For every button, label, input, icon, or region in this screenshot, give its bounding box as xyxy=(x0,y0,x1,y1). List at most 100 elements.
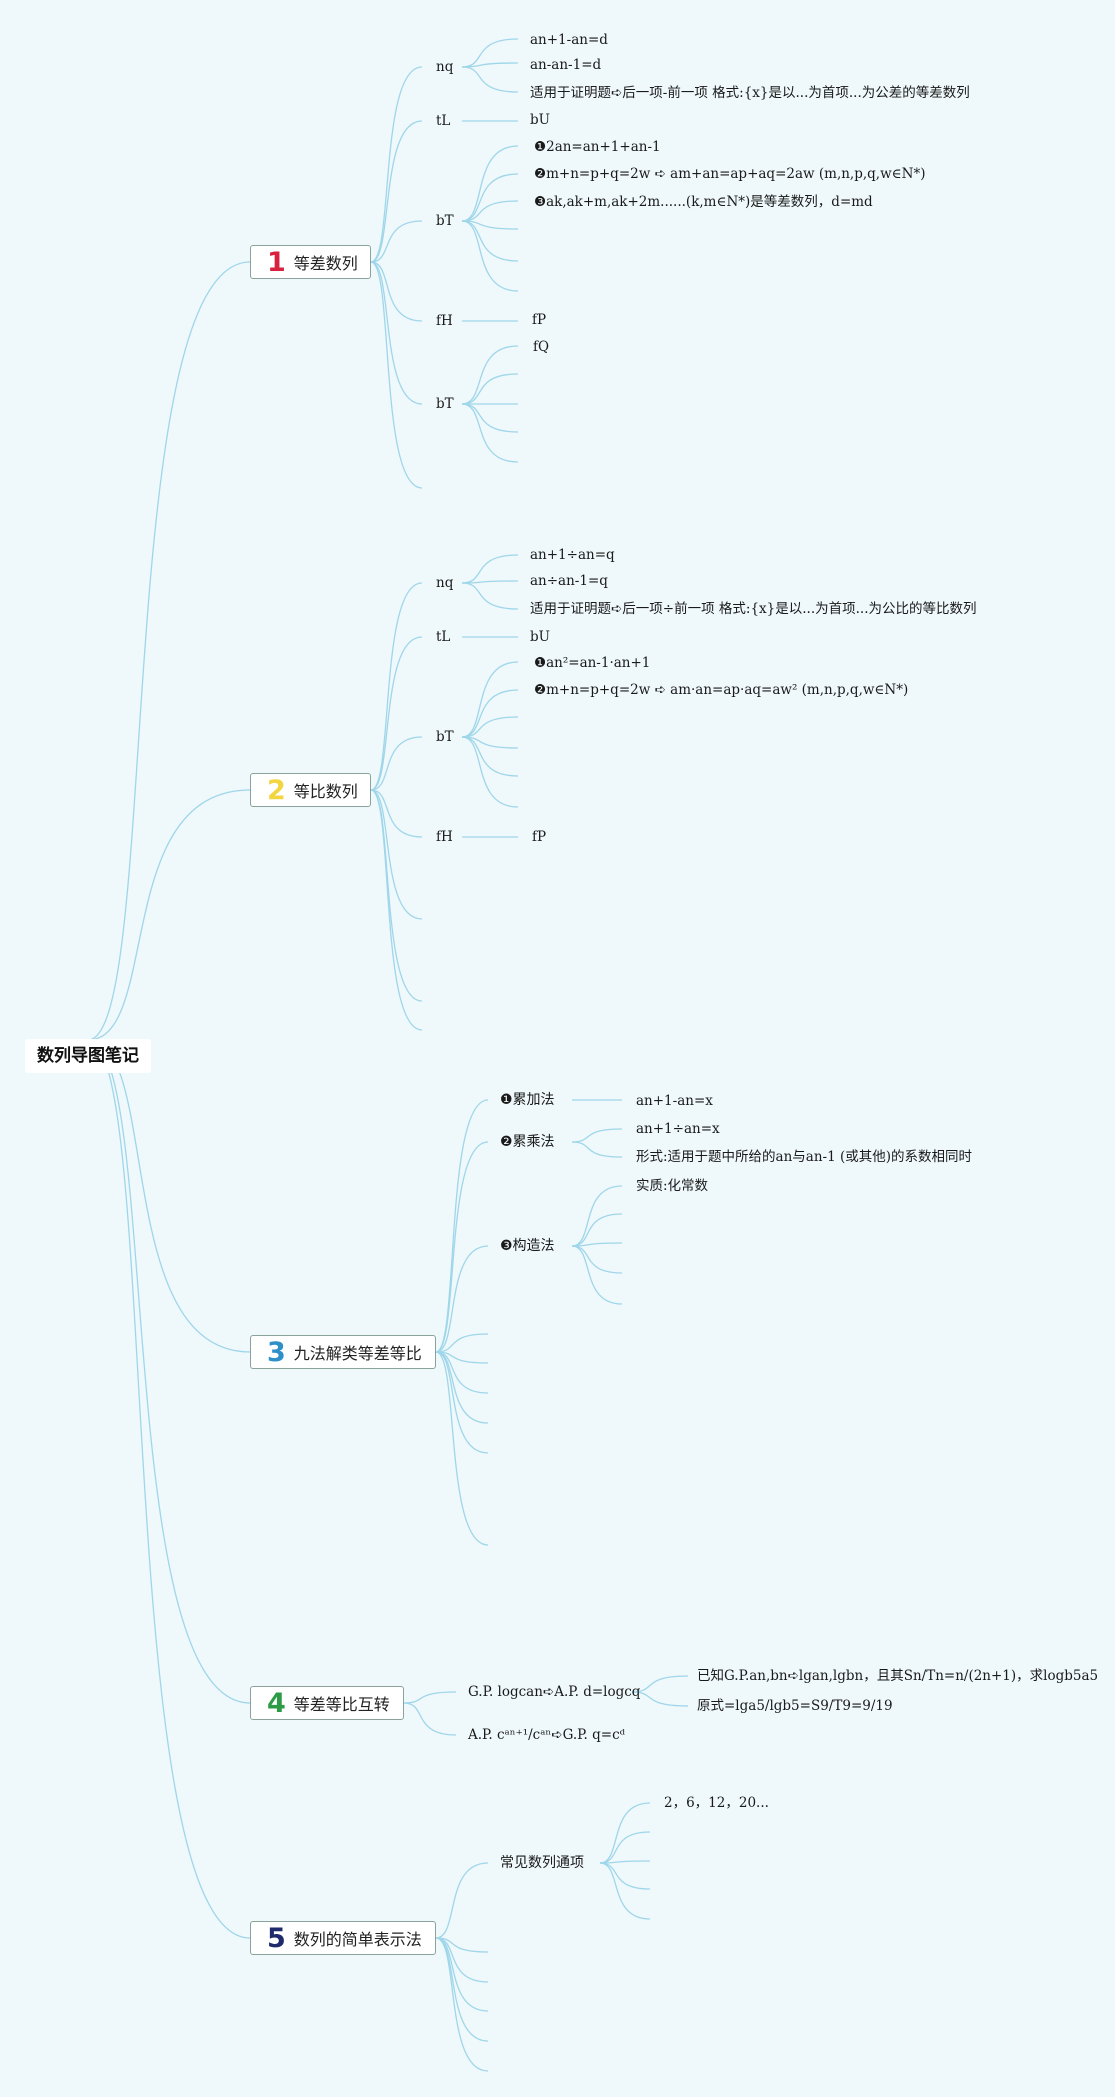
connector-line xyxy=(370,582,423,791)
root-topic[interactable]: 数列导图笔记 xyxy=(25,1039,151,1073)
branch-label[interactable]: bT xyxy=(436,729,454,745)
connector-line xyxy=(461,403,519,463)
connector-line xyxy=(461,580,519,584)
connector-line xyxy=(370,789,423,1002)
connector-line xyxy=(461,66,519,93)
topic-arithmetic-sequence[interactable]: 1 等差数列 xyxy=(250,245,371,279)
branch-label[interactable]: nq xyxy=(436,59,454,75)
connector-line xyxy=(461,220,519,262)
connector-line xyxy=(461,661,519,738)
topic-number: 1 xyxy=(267,246,286,278)
branch-item[interactable]: bU xyxy=(530,112,551,128)
connector-line xyxy=(435,1141,489,1353)
connector-line xyxy=(403,1702,457,1736)
topic-nine-methods[interactable]: 3 九法解类等差等比 xyxy=(250,1335,436,1369)
connector-line xyxy=(461,689,519,738)
branch-item[interactable]: 适用于证明题➪后一项÷前一项 格式:{x}是以...为首项...为公比的等比数列 xyxy=(530,601,977,617)
topic-title: 等差等比互转 xyxy=(293,1695,390,1714)
branch-item[interactable]: ❷m+n=p+q=2w ➪ am+an=ap+aq=2aw (m,n,p,q,w… xyxy=(534,166,926,182)
connector-line xyxy=(461,403,519,433)
connector-line xyxy=(435,1937,489,2072)
branch-label[interactable]: ❶累加法 xyxy=(500,1092,555,1108)
connector-line xyxy=(87,789,251,1041)
branch-item[interactable]: an+1-an=d xyxy=(530,32,608,48)
branch-label[interactable]: 常见数列通项 xyxy=(500,1855,584,1871)
branch-item[interactable]: fP xyxy=(532,312,547,328)
connector-line xyxy=(370,66,423,263)
topic-number: 3 xyxy=(267,1336,286,1368)
branch-item[interactable]: 适用于证明题➪后一项-前一项 格式:{x}是以...为首项...为公差的等差数列 xyxy=(530,85,970,101)
connector-line xyxy=(87,1039,251,1704)
branch-label[interactable]: tL xyxy=(436,629,451,645)
connector-line xyxy=(370,261,423,322)
connector-line xyxy=(461,345,519,405)
connector-line xyxy=(461,220,519,230)
branch-item[interactable]: 原式=lga5/lgb5=S9/T9=9/19 xyxy=(697,1698,893,1714)
topic-title: 数列的简单表示法 xyxy=(293,1930,422,1949)
topic-geometric-sequence[interactable]: 2 等比数列 xyxy=(250,773,371,807)
branch-label[interactable]: nq xyxy=(436,575,454,591)
branch-item[interactable]: fQ xyxy=(533,339,550,355)
topic-conversion[interactable]: 4 等差等比互转 xyxy=(250,1686,404,1720)
topic-representation[interactable]: 5 数列的简单表示法 xyxy=(250,1921,436,1955)
branch-item[interactable]: 已知G.P.an,bn➪lgan,lgbn，且其Sn/Tn=n/(2n+1)，求… xyxy=(697,1668,1099,1684)
branch-item[interactable]: bU xyxy=(530,629,551,645)
branch-label[interactable]: bT xyxy=(436,396,454,412)
connector-line xyxy=(370,220,423,263)
connector-line xyxy=(571,1185,623,1247)
connector-line xyxy=(370,636,423,791)
connector-line xyxy=(435,1351,489,1454)
connector-line xyxy=(461,220,519,292)
connector-line xyxy=(370,736,423,791)
connector-line xyxy=(435,1862,489,1939)
branch-item[interactable]: fP xyxy=(532,829,547,845)
branch-label[interactable]: ❸构造法 xyxy=(500,1238,555,1254)
connector-line xyxy=(599,1802,651,1864)
connector-line xyxy=(571,1245,623,1274)
branch-item[interactable]: an+1÷an=q xyxy=(530,547,615,563)
connector-line xyxy=(631,1691,689,1707)
topic-title: 等比数列 xyxy=(293,782,358,801)
branch-item[interactable]: an+1÷an=x xyxy=(636,1121,720,1137)
branch-item[interactable]: an÷an-1=q xyxy=(530,573,608,589)
connector-line xyxy=(461,736,519,749)
connector-line xyxy=(461,173,519,222)
connector-line xyxy=(571,1128,623,1143)
branch-label[interactable]: ❷累乘法 xyxy=(500,1134,555,1150)
branch-item[interactable]: 实质:化常数 xyxy=(636,1178,709,1194)
branch-item[interactable]: ❶2an=an+1+an-1 xyxy=(534,139,661,155)
connector-line xyxy=(87,261,251,1041)
branch-label[interactable]: G.P. logcan➪A.P. d=logcq xyxy=(468,1684,641,1700)
connector-line xyxy=(461,145,519,222)
connector-line xyxy=(370,789,423,838)
branch-item[interactable]: an-an-1=d xyxy=(530,57,602,73)
connector-line xyxy=(571,1213,623,1247)
connector-line xyxy=(370,789,423,920)
branch-label[interactable]: A.P. cᵃⁿ⁺¹/cᵃⁿ➪G.P. q=cᵈ xyxy=(468,1727,626,1743)
branch-item[interactable]: 形式:适用于题中所给的an与an-1 (或其他)的系数相同时 xyxy=(636,1149,973,1165)
connector-line xyxy=(403,1691,457,1704)
branch-item[interactable]: ❶an²=an-1·an+1 xyxy=(534,655,651,671)
branch-label[interactable]: fH xyxy=(436,829,453,845)
connector-line xyxy=(461,736,519,777)
topic-title: 等差数列 xyxy=(293,254,358,273)
connector-line xyxy=(435,1351,489,1364)
branch-item[interactable]: ❷m+n=p+q=2w ➪ am·an=ap·aq=aw² (m,n,p,q,w… xyxy=(534,682,909,698)
connector-line xyxy=(571,1141,623,1158)
connector-line xyxy=(461,62,519,68)
branch-label[interactable]: bT xyxy=(436,213,454,229)
connector-line xyxy=(435,1099,489,1353)
connector-line xyxy=(370,120,423,263)
branch-label[interactable]: tL xyxy=(436,113,451,129)
connector-line xyxy=(435,1937,489,1953)
branch-item[interactable]: 2，6，12，20... xyxy=(664,1795,769,1811)
branch-label[interactable]: fH xyxy=(436,313,453,329)
connector-line xyxy=(571,1245,623,1305)
connector-line xyxy=(435,1937,489,2042)
connector-line xyxy=(370,261,423,405)
branch-item[interactable]: an+1-an=x xyxy=(636,1093,713,1109)
connector-line xyxy=(461,38,519,68)
connector-line xyxy=(599,1862,651,1890)
branch-item[interactable]: ❸ak,ak+m,ak+2m......(k,m∈N*)是等差数列，d=md xyxy=(534,194,873,210)
